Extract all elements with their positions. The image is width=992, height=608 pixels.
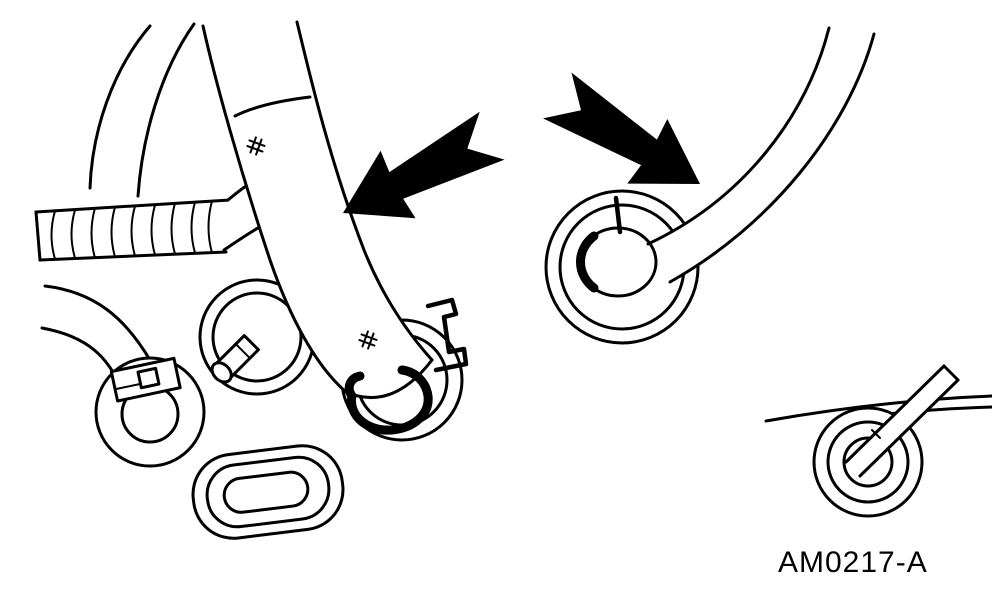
callout-arrow-right: [542, 72, 700, 184]
retainer-clip: [344, 365, 433, 435]
hatch-mark: [246, 136, 266, 156]
clip-fitting: [94, 356, 206, 468]
figure-label: AM0217-A: [778, 546, 928, 579]
right-tube: [646, 26, 876, 284]
right-grommet-opening: [576, 195, 658, 298]
right-grommet: [544, 189, 700, 345]
callout-arrow-left: [343, 111, 505, 219]
grommet-pin: [613, 195, 623, 235]
main-tube: [201, 20, 434, 400]
hatch-mark: [358, 330, 378, 350]
hook-clip: [425, 297, 469, 373]
detail-tube: [844, 364, 960, 478]
oval-grommet: [191, 444, 345, 540]
corrugated-hose: [34, 198, 232, 262]
upper-left-hose: [88, 22, 196, 198]
